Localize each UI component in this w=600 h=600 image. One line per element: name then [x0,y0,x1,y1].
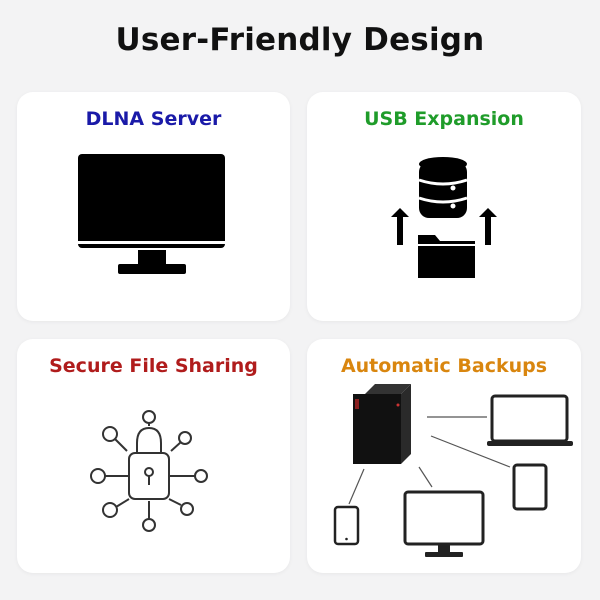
card-automatic-backups: Automatic Backups [307,339,581,573]
nas-server-icon [353,384,411,464]
card-title-secure: Secure File Sharing [49,355,258,377]
card-title-usb: USB Expansion [364,108,524,130]
card-title-backup: Automatic Backups [340,355,548,377]
tablet-icon [512,463,548,511]
card-dlna-server: DLNA Server [17,92,290,321]
card-secure-file-sharing: Secure File Sharing [17,339,290,573]
smartphone-icon [333,505,360,546]
laptop-icon [487,394,573,446]
backup-devices-icon [333,384,573,557]
monitor-icon [78,154,225,274]
card-usb-expansion: USB Expansion [307,92,581,321]
database-folder-icon [391,157,497,278]
card-title-dlna: DLNA Server [85,108,222,130]
page-title: User-Friendly Design [115,22,485,58]
lock-network-icon [90,410,208,532]
desktop-monitor-icon [403,490,485,557]
